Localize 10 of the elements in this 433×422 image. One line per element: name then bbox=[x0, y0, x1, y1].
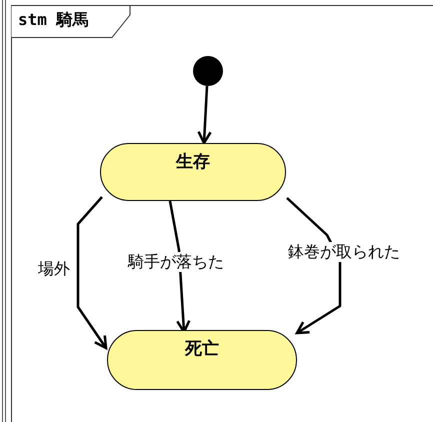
edge-label: 鉢巻が取られた bbox=[288, 242, 400, 262]
transition-arrow bbox=[76, 196, 108, 350]
state-box: 生存 bbox=[100, 143, 286, 201]
initial-state-dot bbox=[193, 56, 223, 86]
state-box: 死亡 bbox=[107, 330, 297, 390]
transition-arrow bbox=[197, 86, 212, 144]
frame-title: stm 騎馬 bbox=[18, 10, 89, 30]
transition-arrow bbox=[286, 197, 342, 334]
edge-label: 場外 bbox=[38, 259, 70, 279]
edge-label: 騎手が落ちた bbox=[128, 252, 224, 272]
